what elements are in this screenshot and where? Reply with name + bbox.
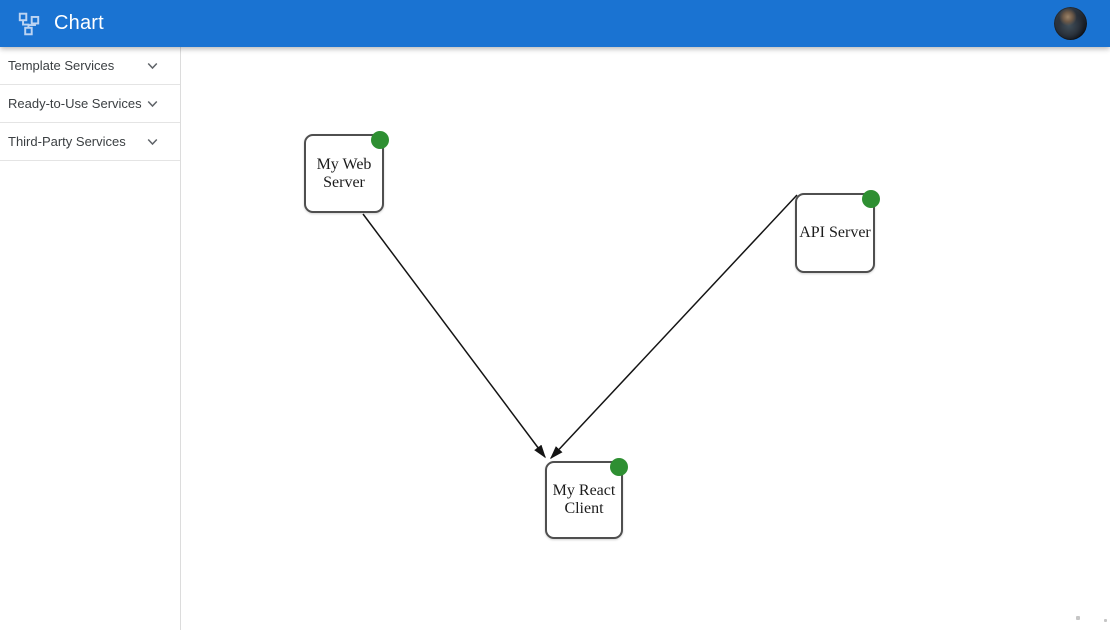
node-label: My Web Server xyxy=(316,155,372,191)
diagram-node-my-react-client[interactable]: My React Client xyxy=(545,458,628,539)
edge-my-web-server-to-my-react-client[interactable] xyxy=(362,213,546,459)
chevron-down-icon xyxy=(147,100,158,107)
diagram-node-api-server[interactable]: API Server xyxy=(795,190,880,273)
app-header: Chart xyxy=(0,0,1110,47)
diagram-node-my-web-server[interactable]: My Web Server xyxy=(304,131,389,213)
sidebar-item-third-party-services[interactable]: Third-Party Services xyxy=(0,123,180,161)
node-port-green[interactable] xyxy=(862,190,880,208)
node-label: API Server xyxy=(799,224,871,242)
chevron-down-icon xyxy=(147,138,158,145)
canvas-handle-dot xyxy=(1076,616,1080,620)
node-port-green[interactable] xyxy=(371,131,389,149)
node-port-green[interactable] xyxy=(610,458,628,476)
sidebar: Template Services Ready-to-Use Services … xyxy=(0,47,181,630)
chevron-down-icon xyxy=(147,62,158,69)
sidebar-item-label: Third-Party Services xyxy=(8,134,126,149)
user-avatar[interactable] xyxy=(1054,7,1087,40)
sidebar-item-label: Template Services xyxy=(8,58,115,73)
sidebar-item-label: Ready-to-Use Services xyxy=(8,96,142,111)
sidebar-item-ready-to-use-services[interactable]: Ready-to-Use Services xyxy=(0,85,180,123)
sidebar-item-template-services[interactable]: Template Services xyxy=(0,47,180,85)
edge-api-server-to-my-react-client[interactable] xyxy=(549,194,798,460)
node-label: My React Client xyxy=(552,482,616,517)
app-title: Chart xyxy=(54,12,104,34)
schema-icon xyxy=(18,12,40,35)
canvas-handle-dot xyxy=(1104,619,1107,622)
